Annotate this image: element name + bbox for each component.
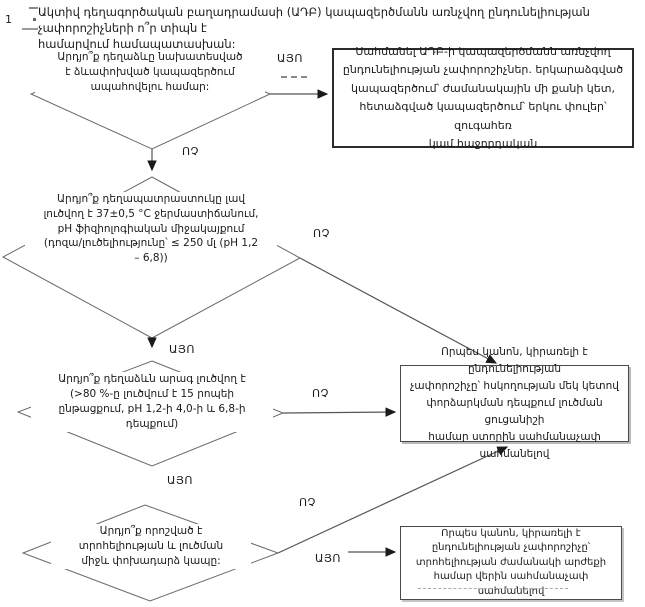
decision-diamond-2: Արդյո՞ք դեղապատրաստուկը լավ լուծվող է 37… (25, 192, 277, 266)
yes1-dashed-artifact (281, 76, 307, 78)
anchor-icon-underline (22, 28, 46, 30)
arrow-d4-no-to-box2 (277, 446, 509, 554)
decision-diamond-3: Արդյո՞ք դեղաձևն արագ լուծվող է (>80 %-ը … (31, 372, 273, 432)
edge-label-no-1: ՈՉ (181, 145, 200, 158)
page-title: Ակտիվ դեղագործական բաղադրամասի (ԱԴԲ) կապ… (38, 4, 638, 52)
box3-dashed-artifact (418, 588, 568, 589)
decision-diamond-1: Արդյո՞ք դեղաձևը նախատեսված է ձևափոխված կ… (35, 50, 265, 95)
edge-label-yes-4: ԱՅՈ (314, 552, 342, 565)
outcome-box-dissolution-lower-limit: Որպես կանոն, կիրառելի է ընդունելիության … (400, 346, 629, 460)
list-number: 1 (5, 13, 12, 26)
object-anchor-icon (22, 5, 46, 31)
arrow-d3-no-to-box2 (282, 407, 397, 417)
outcome-box-acceptance-criteria: Սահմանել ԱԴԲ-ի կապազերծմանն առնչվող ընդո… (332, 45, 634, 150)
arrow-d2-no-to-box2 (299, 257, 498, 364)
edge-label-no-4: ՈՉ (298, 496, 317, 509)
decision-diamond-4: Արդյո՞ք որոշված է տրոհելիության և լուծմա… (51, 524, 251, 569)
edge-label-no-2: ՈՉ (312, 227, 331, 240)
edge-label-yes-1: ԱՅՈ (276, 52, 304, 65)
edge-label-no-3: ՈՉ (311, 387, 330, 400)
edge-label-yes-2: ԱՅՈ (168, 343, 196, 356)
edge-label-yes-3: ԱՅՈ (166, 474, 194, 487)
anchor-icon-dot (33, 18, 36, 21)
outcome-box-disintegration-upper-limit: Որպես կանոն, կիրառելի է ընդունելիության … (400, 526, 622, 600)
anchor-icon-top-dash (29, 7, 41, 9)
